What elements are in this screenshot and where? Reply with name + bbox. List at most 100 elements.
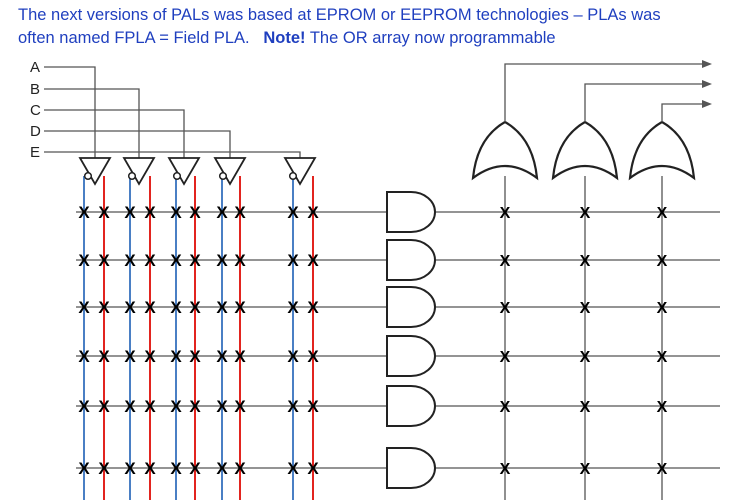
caption-line-1: The next versions of PALs was based at E… (18, 6, 661, 24)
input-label-c: C (30, 102, 41, 119)
fuse-x-mark: X (124, 459, 136, 478)
fuse-x-mark: X (307, 251, 319, 270)
product-lines (76, 211, 720, 469)
fuse-x-mark: X (124, 203, 136, 222)
fuse-x-mark: X (78, 298, 90, 317)
fuse-x-mark: X (98, 298, 110, 317)
fuse-x-mark: X (170, 298, 182, 317)
buffer-icon-e (283, 157, 317, 186)
or-fuse-x-mark: X (657, 399, 668, 416)
or-fuse-x-mark: X (580, 461, 591, 478)
buffer-icon-d (213, 157, 247, 186)
fuse-x-mark: X (216, 203, 228, 222)
or-fuse-x-mark: X (500, 461, 511, 478)
and-gate-icon-1 (386, 191, 436, 233)
input-wire-c (44, 109, 185, 158)
arrow-head-icon (702, 80, 712, 88)
or-fuse-x-mark: X (500, 205, 511, 222)
fuse-x-mark: X (307, 347, 319, 366)
fuse-x-mark: X (78, 459, 90, 478)
fuse-x-mark: X (216, 459, 228, 478)
or-fuse-x-mark: X (500, 349, 511, 366)
fuse-x-mark: X (307, 459, 319, 478)
inverter-bubble-icon (218, 171, 228, 181)
fuse-x-mark: X (189, 251, 201, 270)
or-gate-icon-2 (551, 120, 619, 181)
fuse-x-mark: X (170, 347, 182, 366)
fuse-x-mark: X (124, 251, 136, 270)
fuse-x-mark: X (144, 397, 156, 416)
and-gate-icon-5 (386, 385, 436, 427)
fuse-x-mark: X (189, 397, 201, 416)
fuse-x-mark: X (98, 347, 110, 366)
or-output-line-3 (661, 103, 704, 122)
inverter-bubble-icon (127, 171, 137, 181)
fuse-x-mark: X (287, 459, 299, 478)
and-gate-icon-6 (386, 447, 436, 489)
fuse-x-mark: X (78, 397, 90, 416)
fuse-x-mark: X (234, 459, 246, 478)
fuse-x-mark: X (189, 203, 201, 222)
or-fuse-x-mark: X (500, 253, 511, 270)
fuse-x-mark: X (144, 203, 156, 222)
fuse-x-mark: X (78, 203, 90, 222)
input-label-a: A (30, 59, 40, 76)
fuse-x-mark: X (234, 347, 246, 366)
and-gates (386, 191, 436, 489)
input-wire-a (44, 66, 96, 158)
fuse-x-mark: X (287, 347, 299, 366)
or-fuse-x-mark: X (657, 349, 668, 366)
or-fuse-x-mark: X (580, 253, 591, 270)
fuse-x-mark: X (216, 347, 228, 366)
fuse-x-mark: X (144, 298, 156, 317)
or-array (471, 60, 712, 500)
input-label-e: E (30, 144, 40, 161)
fuse-x-mark: X (124, 298, 136, 317)
fuse-x-mark: X (307, 397, 319, 416)
fuse-x-mark: X (216, 298, 228, 317)
input-wires (44, 66, 301, 158)
and-gate-icon-4 (386, 335, 436, 377)
input-wire-d (44, 130, 231, 158)
fuse-x-mark: X (170, 397, 182, 416)
inverter-bubble-icon (172, 171, 182, 181)
caption-line-2-text: often named FPLA = Field PLA. (18, 29, 250, 47)
fuse-x-mark: X (216, 397, 228, 416)
fuse-x-mark: X (307, 298, 319, 317)
buffer-icon-b (122, 157, 156, 186)
or-fuse-x-mark: X (580, 300, 591, 317)
or-fuse-x-mark: X (657, 300, 668, 317)
fuse-x-mark: X (189, 298, 201, 317)
or-fuse-x-mark: X (500, 399, 511, 416)
caption-line-2-tail: The OR array now programmable (309, 29, 556, 47)
fuse-x-mark: X (234, 298, 246, 317)
fuse-x-mark: X (234, 397, 246, 416)
fuse-x-mark: X (287, 397, 299, 416)
slide-caption: The next versions of PALs was based at E… (18, 4, 718, 50)
inverter-bubble-icon (83, 171, 93, 181)
fuse-x-mark: X (98, 203, 110, 222)
buffer-icon-c (167, 157, 201, 186)
fuse-x-mark: X (287, 298, 299, 317)
or-output-line-1 (504, 63, 704, 122)
caption-note: Note! (263, 29, 306, 47)
fuse-x-mark: X (287, 203, 299, 222)
fuse-x-mark: X (144, 347, 156, 366)
fuse-x-mark: X (234, 203, 246, 222)
fuse-x-mark: X (144, 251, 156, 270)
fuse-x-mark: X (98, 459, 110, 478)
input-buffers (78, 157, 317, 186)
or-fuse-x-mark: X (657, 461, 668, 478)
arrow-head-icon (702, 100, 712, 108)
input-lines (83, 176, 314, 500)
fuse-x-mark: X (189, 347, 201, 366)
input-label-d: D (30, 123, 41, 140)
or-gate-icon-1 (471, 120, 539, 181)
or-fuse-x-mark: X (657, 205, 668, 222)
or-fuse-x-mark: X (657, 253, 668, 270)
input-wire-e (44, 151, 301, 158)
input-wire-b (44, 88, 140, 158)
